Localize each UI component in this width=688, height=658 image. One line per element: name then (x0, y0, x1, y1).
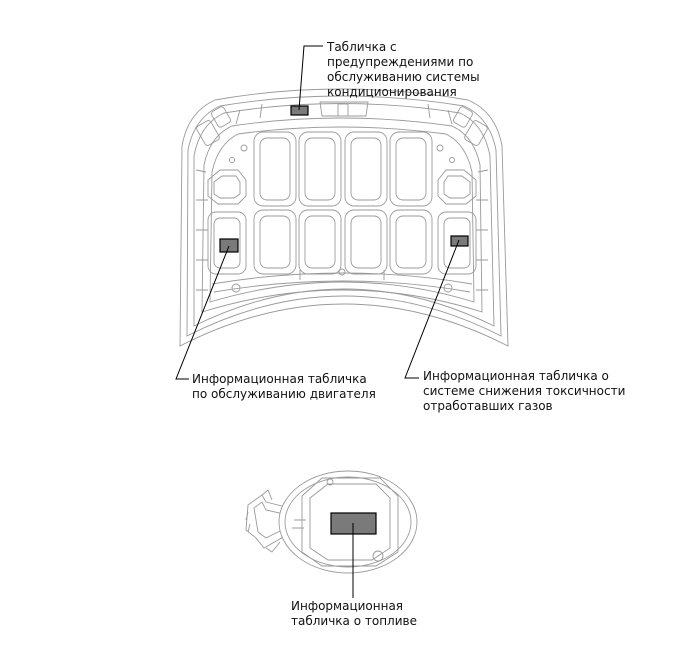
hood-underside-drawing (179, 88, 509, 347)
emission-callout-line-1: Информационная табличка о (423, 369, 609, 383)
emission-info-plate (450, 235, 469, 247)
fuel-door-drawing (245, 470, 418, 574)
engine-callout-line-2: по обслуживанию двигателя (192, 387, 376, 401)
emission-info-callout: Информационная табличка о системе снижен… (423, 369, 625, 414)
ac-callout-line-4: кондиционирования (327, 85, 457, 99)
fuel-info-callout: Информационная табличка о топливе (291, 599, 417, 629)
ac-callout-line-2: предупреждениями по (327, 55, 474, 69)
engine-info-callout: Информационная табличка по обслуживанию … (192, 372, 376, 402)
engine-leader-line (175, 245, 230, 380)
emission-callout-line-3: отработавших газов (423, 399, 553, 413)
ac-leader-line (298, 45, 323, 111)
ac-callout-line-3: обслуживанию системы (327, 70, 480, 84)
fuel-callout-line-2: табличка о топливе (291, 614, 417, 628)
emission-leader-line (404, 239, 460, 379)
ac-warning-callout: Табличка с предупреждениями по обслужива… (327, 40, 480, 100)
ac-callout-line-1: Табличка с (327, 40, 397, 54)
emission-callout-line-2: системе снижения токсичности (423, 384, 626, 398)
leader-lines (175, 45, 460, 598)
fuel-callout-line-1: Информационная (291, 599, 404, 613)
engine-callout-line-1: Информационная табличка (192, 372, 367, 386)
engine-info-plate (219, 238, 239, 253)
